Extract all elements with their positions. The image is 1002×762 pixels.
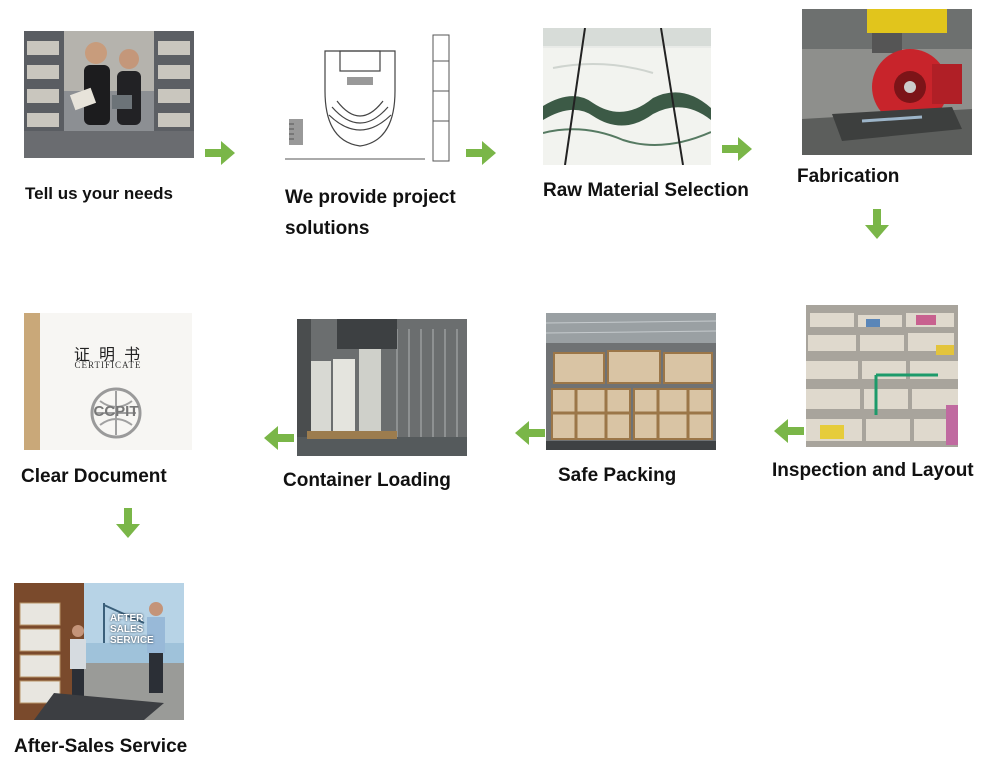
marble-slab-lifting-photo [543,28,711,165]
after-sales-service-photo: AFTER SALES SERVICE [14,583,184,720]
certificate-title-en: CERTIFICATE [74,360,142,370]
slab-layout-inspection-photo [806,305,958,447]
warehouse-consultation-photo [24,31,194,158]
step-label-tell-us-your-needs: Tell us your needs [25,184,174,203]
arrow-left-icon [262,423,296,453]
after-sales-overlay-text: AFTER SALES SERVICE [110,613,154,646]
container-loading-photo [297,319,467,456]
arrow-left-icon [513,418,547,448]
step-label-container-loading: Container Loading [283,470,451,491]
arrow-down-icon [113,506,143,540]
arrow-down-icon [862,207,892,241]
step-label-clear-document: Clear Document [21,466,167,487]
certificate-title-cn: 证 明 书 [73,345,143,364]
arrow-left-icon [772,416,806,446]
arrow-right-icon [203,138,237,168]
arrow-right-icon [464,138,498,168]
certificate-seal: CCPIT [93,403,139,420]
certificate-document-photo: 证 明 书 CERTIFICATE CCPIT [24,313,192,450]
step-label-project-solutions: We provide project solutions [285,187,456,239]
step-label-after-sales-service: After-Sales Service [14,736,188,757]
floor-plan-drawing [285,31,453,165]
step-label-inspection-and-layout: Inspection and Layout [772,460,974,481]
step-label-fabrication: Fabrication [797,166,900,187]
step-label-raw-material-selection: Raw Material Selection [543,180,749,201]
step-label-safe-packing: Safe Packing [558,465,677,486]
stone-cutting-machine-photo [802,9,972,155]
arrow-right-icon [720,134,754,164]
wooden-crates-photo [546,313,716,450]
